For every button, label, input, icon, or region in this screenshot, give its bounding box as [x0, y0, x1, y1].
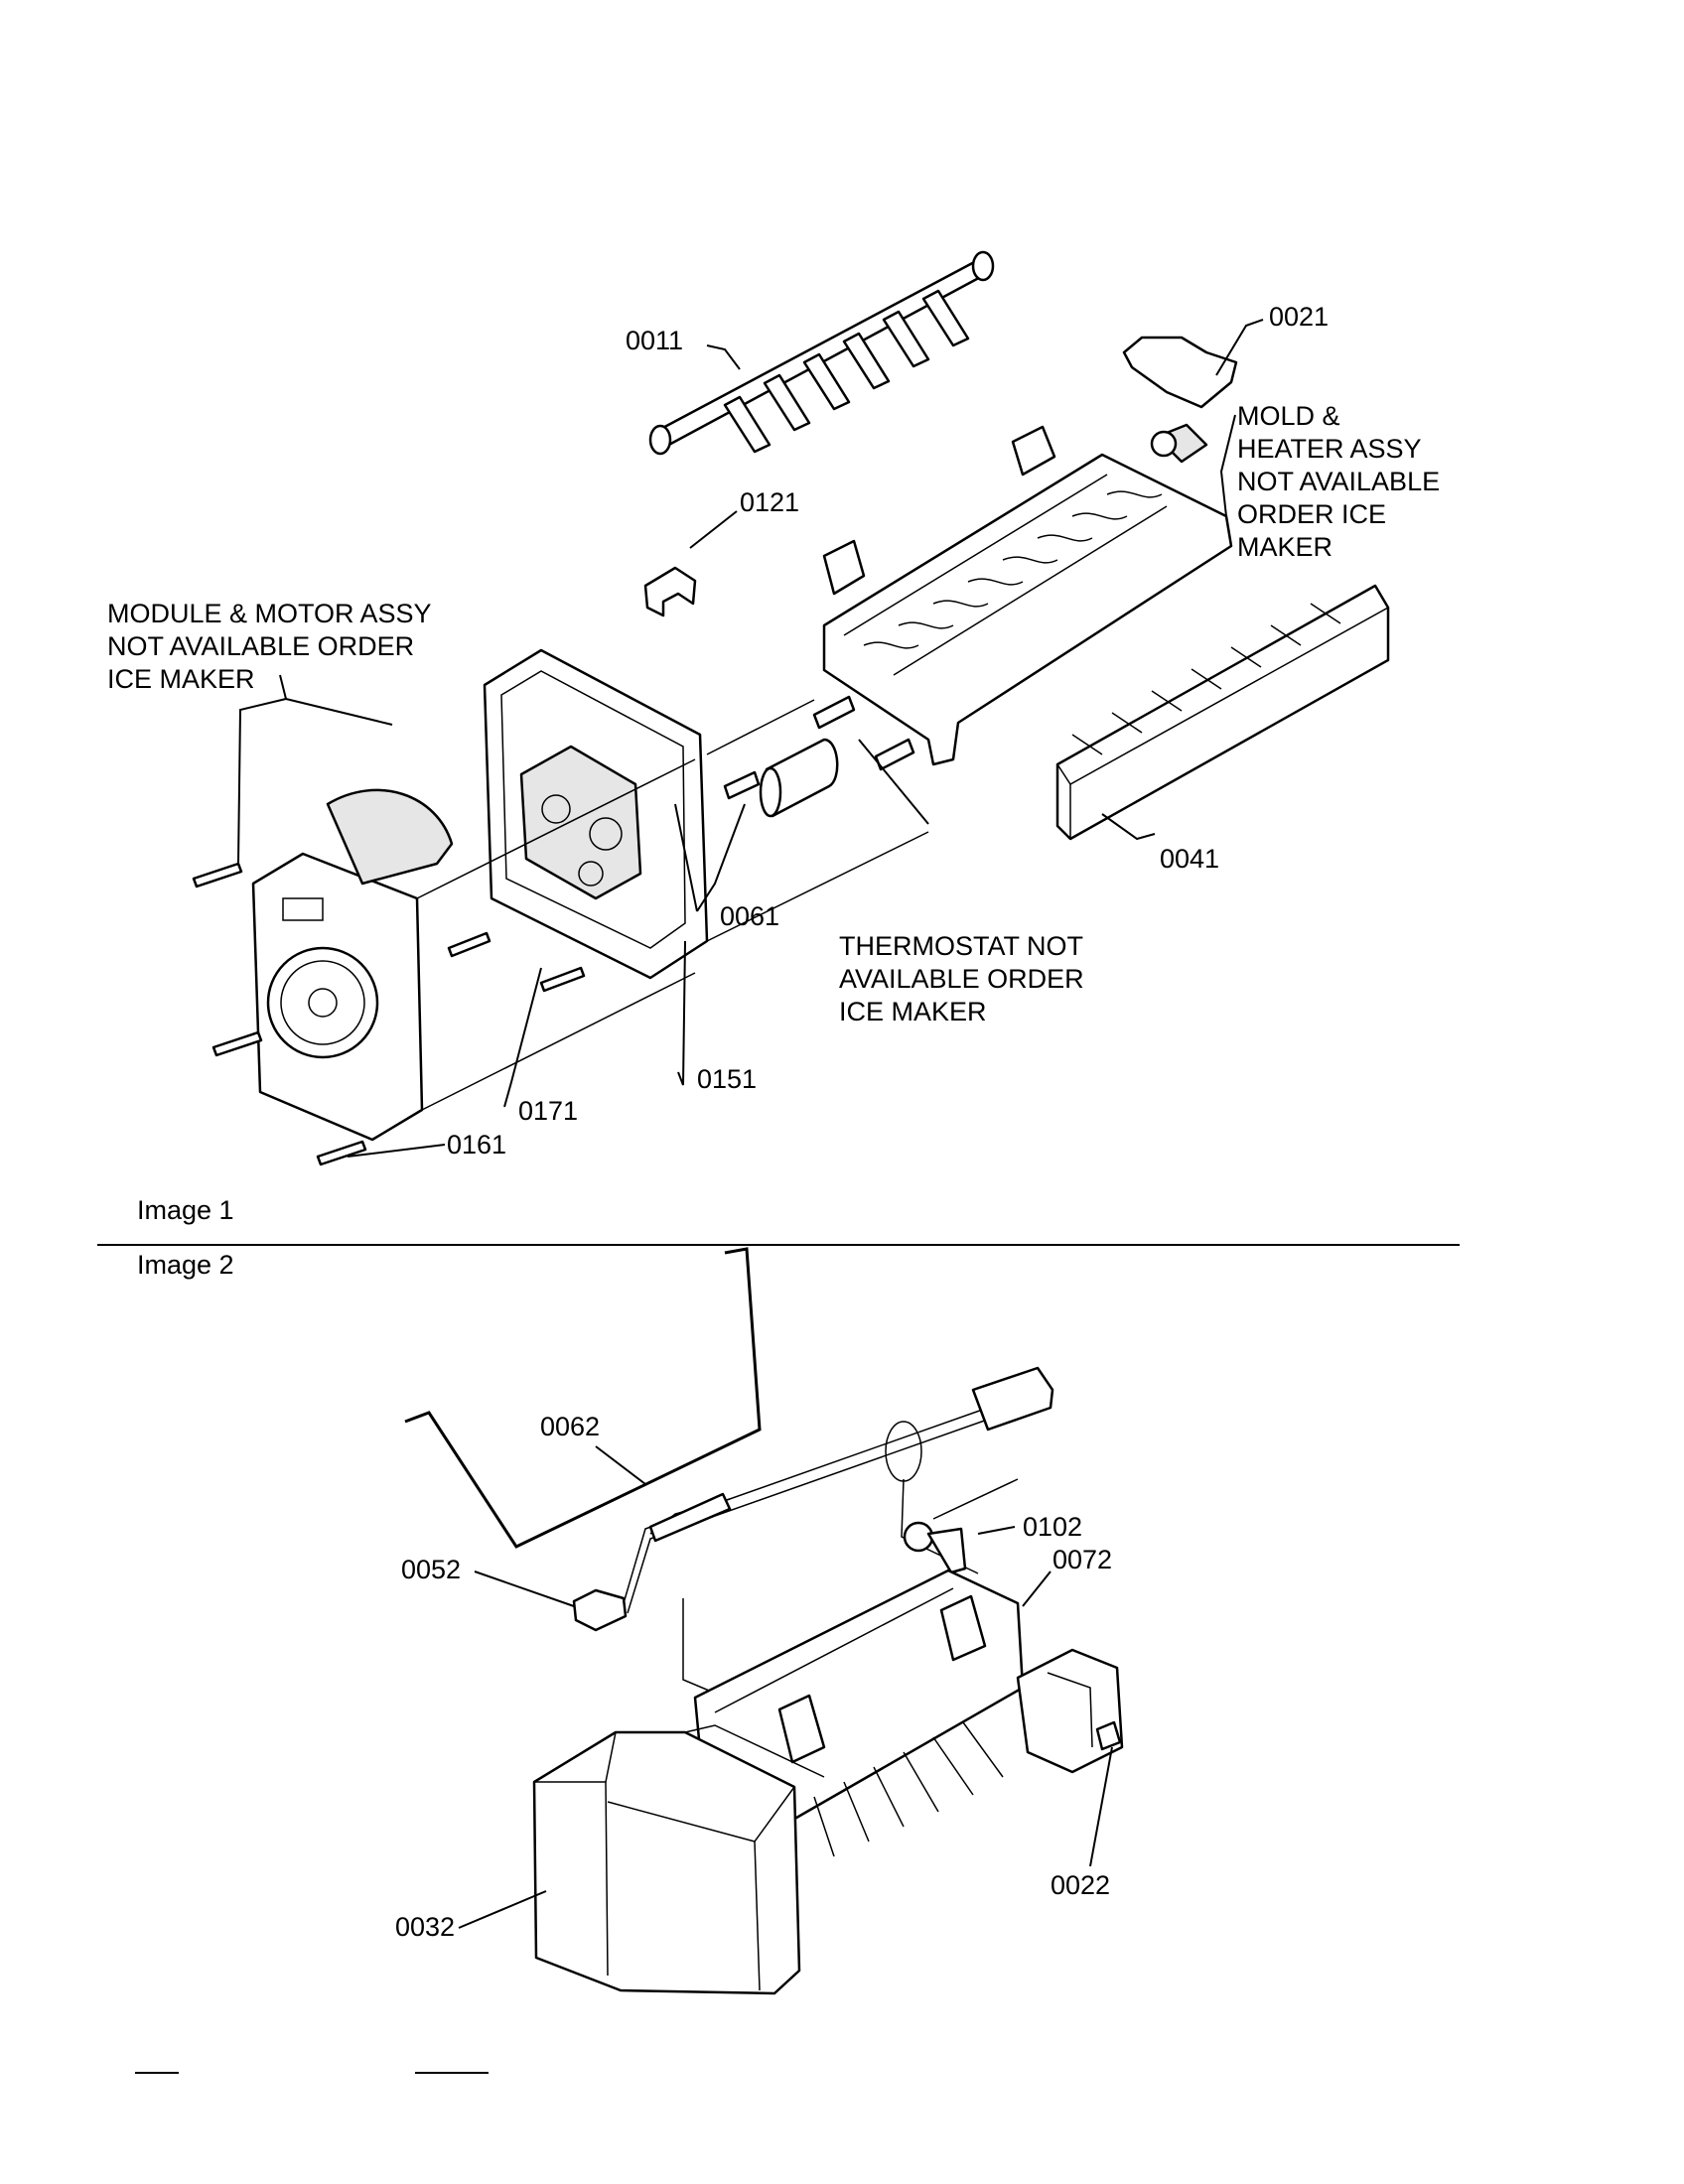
callout-0072: 0072 [1052, 1545, 1112, 1574]
image2-leader-lines [458, 1445, 1113, 1929]
note-mold-heater: MOLD & HEATER ASSY NOT AVAILABLE ORDER I… [1237, 401, 1448, 562]
clip-0102-part [903, 1478, 1019, 1574]
note-thermostat: THERMOSTAT NOT AVAILABLE ORDER ICE MAKER [839, 931, 1091, 1026]
fill-cup-part [1122, 336, 1238, 464]
mold-body-part [822, 425, 1233, 766]
image1-leader-lines [237, 319, 1264, 1158]
wire-harness-part [572, 1366, 1054, 1705]
fill-cup-0022-part [1016, 1648, 1124, 1774]
clip-0121-part [643, 566, 697, 617]
callout-0021: 0021 [1269, 302, 1329, 332]
image1-drawing: 0011 0021 0121 0041 0061 0151 0171 0161 … [107, 250, 1448, 1225]
shutoff-arm-part [404, 1247, 762, 1549]
front-cover-part [532, 1724, 825, 1995]
callout-0041: 0041 [1160, 844, 1219, 874]
callout-0022: 0022 [1051, 1870, 1110, 1900]
stripper-part [1055, 584, 1390, 841]
callout-0171: 0171 [518, 1096, 578, 1126]
ejector-shaft-part [648, 250, 995, 456]
image2-drawing: Image 2 [137, 1247, 1124, 1995]
screws-part [192, 862, 586, 1166]
note-module-motor: MODULE & MOTOR ASSY NOT AVAILABLE ORDER … [107, 599, 439, 694]
callout-0151: 0151 [697, 1064, 757, 1094]
callout-0062: 0062 [540, 1412, 600, 1441]
motor-module-part [251, 758, 696, 1142]
callout-0121: 0121 [740, 487, 799, 517]
callout-0102: 0102 [1023, 1512, 1082, 1542]
callout-0161: 0161 [447, 1130, 506, 1160]
callout-0061: 0061 [720, 901, 779, 931]
callout-0052: 0052 [401, 1555, 461, 1584]
callout-0011: 0011 [626, 326, 683, 355]
image2-caption: Image 2 [137, 1250, 234, 1280]
thermostat-part [723, 695, 915, 818]
callout-0032: 0032 [395, 1912, 455, 1942]
housing-part [483, 648, 929, 980]
image1-caption: Image 1 [137, 1195, 234, 1225]
